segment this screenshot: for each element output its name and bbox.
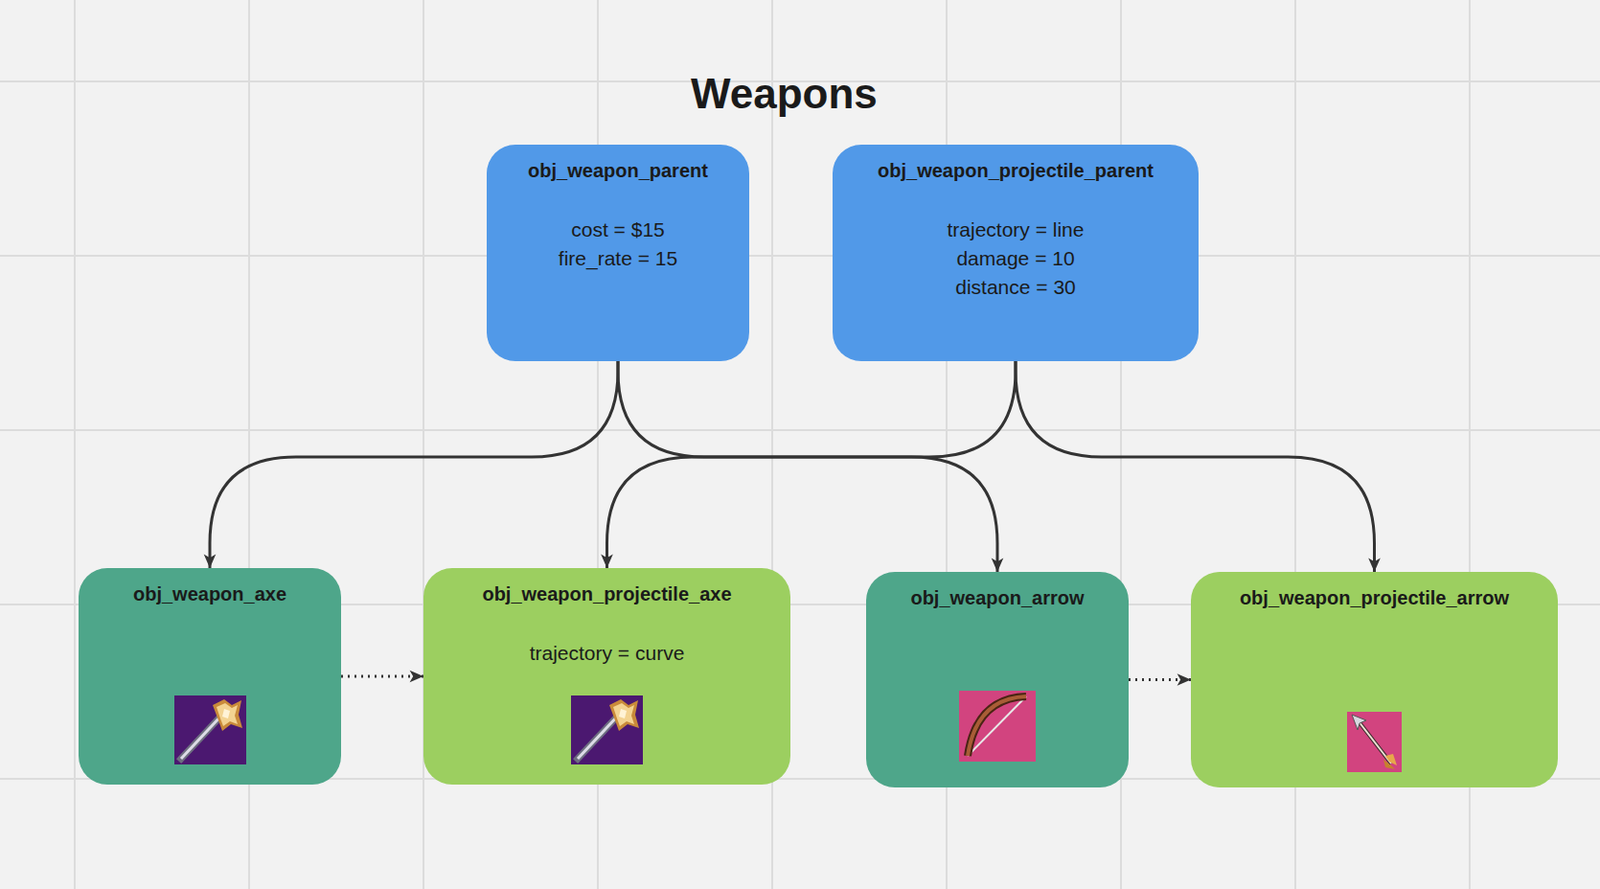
weapon-box: obj_weapon_arrow <box>866 571 1129 788</box>
node-attribute: cost = $15 <box>486 215 750 245</box>
axe-icon <box>571 695 643 765</box>
parent-box: obj_weapon_projectile_parent trajectory =… <box>832 144 1199 362</box>
parent-box: obj_weapon_parentcost = $15fire_rate = 1… <box>486 144 750 362</box>
node-heading: obj_weapon_projectile_parent <box>832 144 1199 183</box>
inheritance-arrow <box>607 361 1017 569</box>
node-attribute: trajectory = curve <box>423 639 791 668</box>
projectile-box: obj_weapon_projectile_arrow <box>1190 571 1558 788</box>
node-attribute: trajectory = line <box>832 215 1199 245</box>
axe-icon <box>174 695 247 765</box>
diagram-title: Weapons <box>690 68 878 119</box>
node-attribute: fire_rate = 15 <box>486 244 750 274</box>
node-heading: obj_weapon_projectile_arrow <box>1190 571 1558 610</box>
dotted-arrow <box>1128 678 1191 682</box>
projectile-box: obj_weapon_projectile_axe trajectory = cu… <box>423 568 791 785</box>
node-heading: obj_weapon_parent <box>486 144 750 183</box>
dotted-arrow <box>341 675 424 679</box>
inheritance-arrow <box>1015 361 1375 572</box>
weapon-box: obj_weapon_axe <box>78 568 342 785</box>
node-attribute: distance = 30 <box>832 273 1199 302</box>
node-heading: obj_weapon_arrow <box>866 571 1129 610</box>
inheritance-arrow <box>617 361 998 572</box>
node-heading: obj_weapon_projectile_axe <box>423 568 791 606</box>
bow-icon <box>959 690 1036 762</box>
inheritance-arrow <box>209 361 618 569</box>
node-heading: obj_weapon_axe <box>78 568 342 606</box>
arrow-icon <box>1347 711 1402 773</box>
node-attribute: damage = 10 <box>832 244 1199 274</box>
